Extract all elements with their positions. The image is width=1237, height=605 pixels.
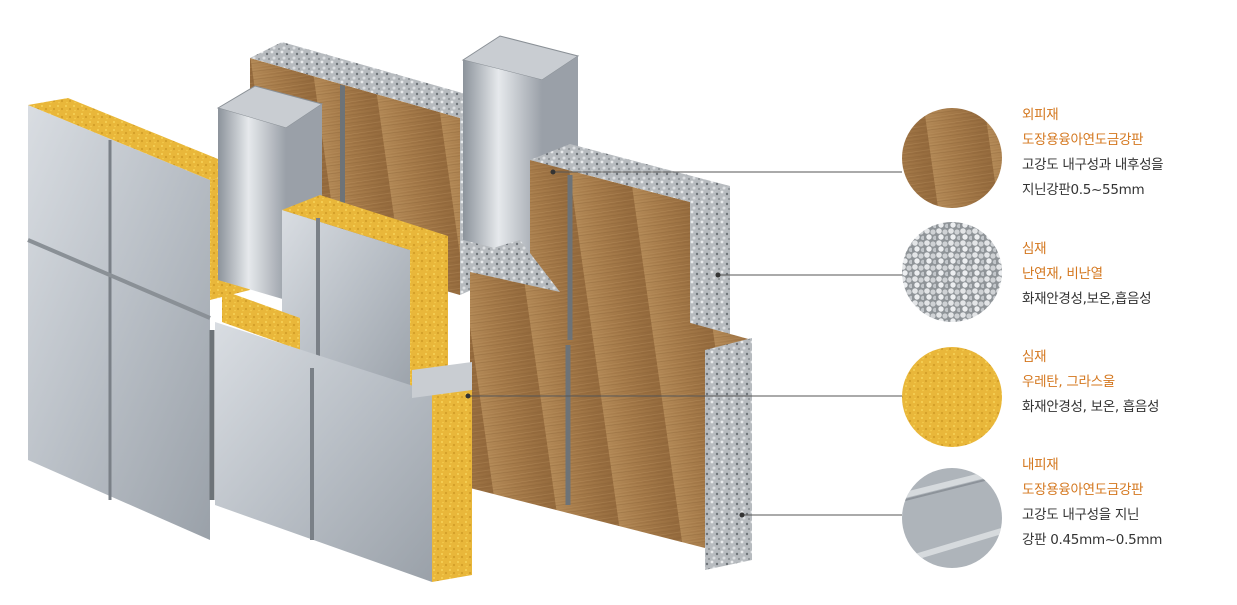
front-steel-panel: [209, 322, 472, 582]
wood-texture-swatch-icon: [902, 108, 1002, 208]
front-wood-panel: [470, 144, 752, 570]
leader-dots: [465, 169, 745, 518]
leader-lines: [468, 171, 902, 516]
yellow-foam-swatch-icon: [902, 347, 1002, 447]
steel-sheet-swatch-icon: [902, 468, 1002, 568]
gray-pellet-swatch-icon: [902, 222, 1002, 322]
